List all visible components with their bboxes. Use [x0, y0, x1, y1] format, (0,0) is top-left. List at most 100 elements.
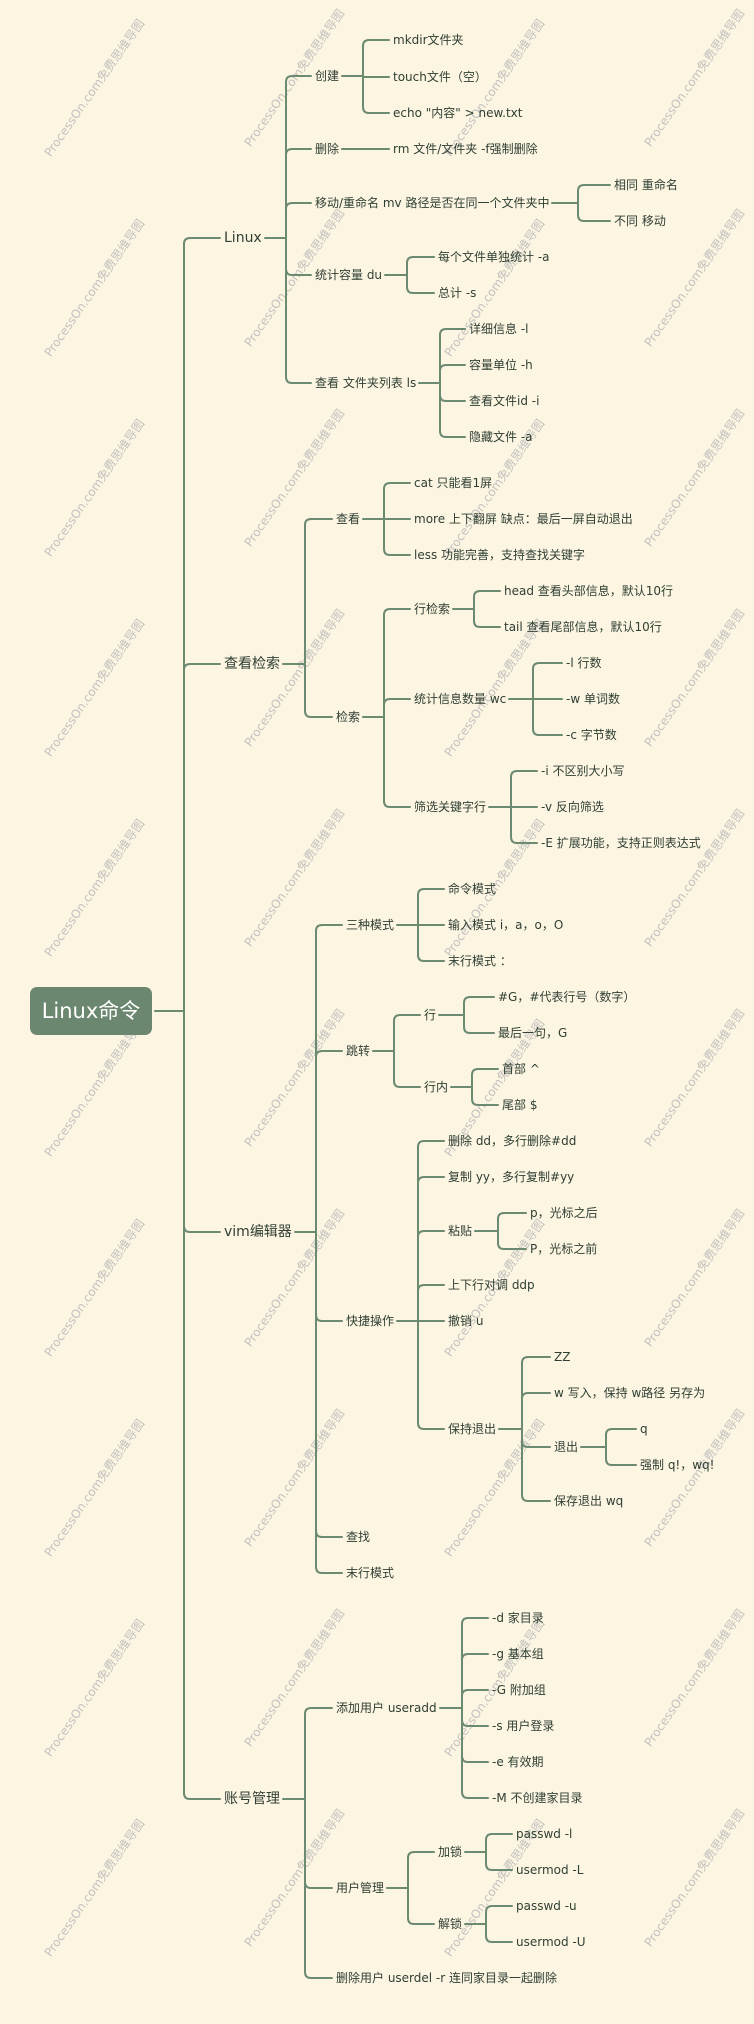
node-jump-inline[interactable]: 行内: [424, 1080, 449, 1094]
node-retrieve[interactable]: 检索: [336, 710, 361, 724]
node-lastline[interactable]: 末行模式: [346, 1566, 395, 1580]
edge-node-move: [551, 184, 611, 222]
node-du-a[interactable]: 每个文件单独统计 -a: [438, 250, 550, 264]
node-ls-i[interactable]: 查看文件id -i: [469, 394, 540, 408]
node-rename[interactable]: 相同 重命名: [614, 178, 678, 192]
node-ls[interactable]: 查看 文件夹列表 ls: [315, 376, 417, 390]
node-wc-c[interactable]: -c 字节数: [566, 728, 617, 742]
node-line-search[interactable]: 行检索: [414, 602, 451, 616]
node-useradd-d[interactable]: -d 家目录: [492, 1611, 544, 1625]
node-wq[interactable]: 保存退出 wq: [554, 1494, 624, 1508]
node-lock-passwd[interactable]: passwd -l: [516, 1827, 573, 1841]
edge-branch-account: [282, 1707, 333, 1979]
branch-account[interactable]: 账号管理: [224, 1791, 280, 1807]
edge-node-useradd: [439, 1617, 489, 1799]
node-useradd-M[interactable]: -M 不创建家目录: [492, 1791, 583, 1805]
branch-search[interactable]: 查看检索: [224, 656, 280, 672]
node-jump[interactable]: 跳转: [346, 1044, 371, 1058]
node-grep[interactable]: 筛选关键字行: [414, 800, 487, 814]
node-ls-h[interactable]: 容量单位 -h: [469, 358, 533, 372]
edge-node-line-search: [452, 590, 501, 628]
node-userdel[interactable]: 删除用户 userdel -r 连同家目录一起删除: [336, 1971, 558, 1985]
node-wc-l[interactable]: -l 行数: [566, 656, 602, 670]
node-useradd-g[interactable]: -g 基本组: [492, 1647, 544, 1661]
edge-node-jump-inline: [450, 1068, 499, 1106]
branch-linux[interactable]: Linux: [224, 230, 262, 246]
node-zz[interactable]: ZZ: [554, 1350, 571, 1364]
node-lock[interactable]: 加锁: [438, 1845, 463, 1859]
node-rm[interactable]: rm 文件/文件夹 -f强制删除: [393, 142, 538, 156]
node-unlock-usermod[interactable]: usermod -U: [516, 1935, 586, 1949]
node-create[interactable]: 创建: [315, 69, 340, 83]
node-dd[interactable]: 删除 dd，多行删除#dd: [448, 1134, 577, 1148]
node-mkdir[interactable]: mkdir文件夹: [393, 33, 464, 47]
node-du[interactable]: 统计容量 du: [315, 268, 383, 282]
node-useradd[interactable]: 添加用户 useradd: [336, 1701, 437, 1715]
node-shortcuts[interactable]: 快捷操作: [346, 1314, 395, 1328]
node-q[interactable]: q: [640, 1422, 648, 1436]
node-grep-v[interactable]: -v 反向筛选: [541, 800, 604, 814]
node-tail[interactable]: tail 查看尾部信息，默认10行: [504, 620, 662, 634]
edge-node-shortcuts: [396, 1140, 445, 1430]
node-paste[interactable]: 粘贴: [448, 1224, 473, 1238]
node-save[interactable]: 保持退出: [448, 1422, 497, 1436]
root-node[interactable]: Linux命令: [30, 987, 152, 1035]
node-mv[interactable]: 不同 移动: [614, 214, 666, 228]
node-wc-w[interactable]: -w 单词数: [566, 692, 620, 706]
edge-branch-linux: [264, 75, 312, 384]
node-view[interactable]: 查看: [336, 512, 361, 526]
node-jump-head[interactable]: 首部 ^: [502, 1062, 540, 1076]
node-ddp[interactable]: 上下行对调 ddp: [448, 1278, 535, 1292]
node-cat[interactable]: cat 只能看1屏: [414, 476, 493, 490]
node-undo[interactable]: 撤销 u: [448, 1314, 484, 1328]
node-jump-line[interactable]: 行: [424, 1008, 437, 1022]
node-head[interactable]: head 查看头部信息，默认10行: [504, 584, 674, 598]
node-useradd-s[interactable]: -s 用户登录: [492, 1719, 555, 1733]
node-move[interactable]: 移动/重命名 mv 路径是否在同一个文件夹中: [315, 196, 550, 210]
node-lock-usermod[interactable]: usermod -L: [516, 1863, 584, 1877]
edge-node-unlock: [464, 1905, 513, 1943]
node-unlock-passwd[interactable]: passwd -u: [516, 1899, 577, 1913]
node-paste-p[interactable]: p，光标之后: [530, 1206, 598, 1220]
node-yy[interactable]: 复制 yy，多行复制#yy: [448, 1170, 575, 1184]
node-useradd-G[interactable]: -G 附加组: [492, 1683, 546, 1697]
node-grep-i[interactable]: -i 不区别大小写: [541, 764, 625, 778]
node-w[interactable]: w 写入，保持 w路径 另存为: [554, 1386, 706, 1400]
node-q-force[interactable]: 强制 q!，wq!: [640, 1458, 715, 1472]
node-du-s[interactable]: 总计 -s: [438, 286, 477, 300]
node-delete[interactable]: 删除: [315, 142, 340, 156]
node-touch[interactable]: touch文件（空）: [393, 70, 487, 84]
edge-branch-search: [282, 518, 333, 718]
node-quit[interactable]: 退出: [554, 1440, 579, 1454]
edge-branch-vim: [294, 924, 343, 1574]
node-more[interactable]: more 上下翻屏 缺点：最后一屏自动退出: [414, 512, 633, 526]
node-grep-e[interactable]: -E 扩展功能，支持正则表达式: [541, 836, 701, 850]
node-jump-last[interactable]: 最后一句，G: [498, 1026, 568, 1040]
edge-node-view: [362, 482, 411, 556]
branch-vim[interactable]: vim编辑器: [224, 1224, 292, 1240]
node-modes[interactable]: 三种模式: [346, 918, 395, 932]
edge-node-save: [498, 1356, 551, 1502]
edge-node-du: [384, 256, 435, 294]
node-jump-tail[interactable]: 尾部 $: [502, 1098, 538, 1112]
node-mode-cmd[interactable]: 命令模式: [448, 882, 497, 896]
edge-node-modes: [396, 888, 445, 962]
node-find[interactable]: 查找: [346, 1530, 371, 1544]
node-mode-insert[interactable]: 输入模式 i，a，o，O: [448, 918, 564, 932]
node-unlock[interactable]: 解锁: [438, 1917, 463, 1931]
node-ls-l[interactable]: 详细信息 -l: [469, 322, 529, 336]
node-mode-last[interactable]: 末行模式 ：: [448, 954, 512, 968]
edge-node-quit: [580, 1428, 637, 1466]
node-ls-a[interactable]: 隐藏文件 -a: [469, 430, 533, 444]
node-wc[interactable]: 统计信息数量 wc: [414, 692, 507, 706]
node-jump-g[interactable]: #G，#代表行号（数字）: [498, 990, 636, 1004]
node-echo[interactable]: echo "内容" > new.txt: [393, 106, 523, 120]
node-less[interactable]: less 功能完善，支持查找关键字: [414, 548, 586, 562]
node-paste-P[interactable]: P，光标之前: [530, 1242, 598, 1256]
edge-node-wc: [508, 662, 563, 736]
node-usermanage[interactable]: 用户管理: [336, 1881, 385, 1895]
node-useradd-e[interactable]: -e 有效期: [492, 1755, 544, 1769]
edge-node-usermanage: [386, 1851, 435, 1925]
